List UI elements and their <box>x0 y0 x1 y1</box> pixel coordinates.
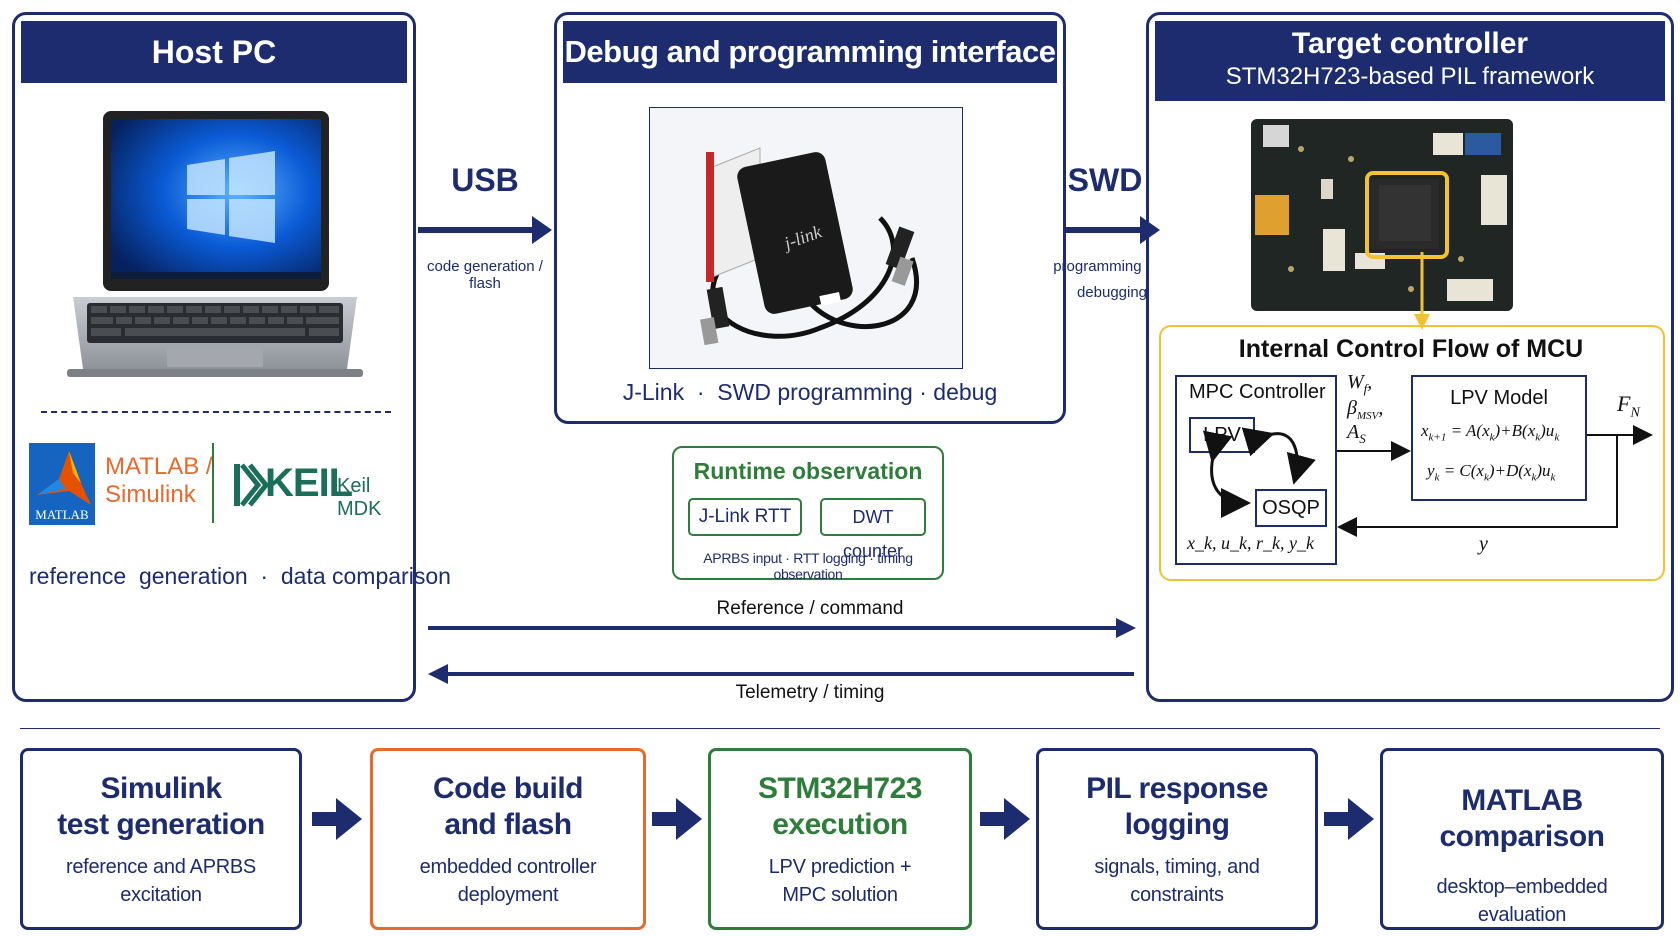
target-panel: Target controller STM32H723-based PIL fr… <box>1146 12 1674 702</box>
flow-step-5-sub-2: evaluation <box>1477 904 1567 926</box>
runtime-title: Runtime observation <box>693 458 923 484</box>
matlab-logo: MATLAB <box>29 443 95 525</box>
swd-sublabel-1: programming and <box>1053 258 1171 275</box>
mpc-controller-label: MPC Controller <box>1189 381 1326 403</box>
flow-step-3-sub-2: MPC solution <box>782 884 898 906</box>
debug-header: Debug and programming interface <box>563 21 1057 83</box>
target-subtitle: STM32H723-based PIL framework <box>1225 63 1595 90</box>
flow-step-4-title-2: logging <box>1124 808 1230 841</box>
dwt-counter-chip: DWT counter <box>820 498 926 561</box>
flow-step-5-title-1: MATLAB comparison <box>1439 784 1605 853</box>
flow-step-simulink: Simulink test generation reference and A… <box>20 748 302 930</box>
host-divider <box>41 411 391 413</box>
dwt-counter-label: DWT counter <box>842 507 904 561</box>
flow-step-matlab-comparison: MATLAB comparison desktop–embedded evalu… <box>1380 748 1664 930</box>
mcu-flow-box: Internal Control Flow of MCU MPC Control… <box>1159 325 1665 581</box>
matlab-label-2: Simulink <box>105 481 196 508</box>
matlab-label-1: MATLAB / <box>105 453 213 480</box>
host-pc-title: Host PC <box>151 34 277 70</box>
input-beta-label: βMSV, <box>1347 397 1384 422</box>
flow-step-2-sub-2: deployment <box>457 884 559 906</box>
osqp-block-label: OSQP <box>1262 497 1320 519</box>
output-fn-label: FN <box>1617 391 1640 421</box>
usb-sublabel: code generation / flash <box>427 258 543 292</box>
jlink-image: j-link <box>649 107 963 369</box>
flow-step-pil-logging: PIL response logging signals, timing, an… <box>1036 748 1318 930</box>
jlink-rtt-label: J-Link RTT <box>698 506 792 527</box>
usb-label: USB <box>451 162 519 198</box>
laptop-image <box>65 107 365 395</box>
flow-step-3-sub-1: LPV prediction + <box>768 856 912 878</box>
lpv-eq-2: yk = C(xk)+D(xk)uk <box>1427 461 1556 484</box>
host-pc-header: Host PC <box>21 21 407 83</box>
flow-step-2-sub-1: embedded controller <box>419 856 597 878</box>
lpv-model-box: LPV Model xk+1 = A(xk)+B(xk)uk yk = C(xk… <box>1411 375 1587 501</box>
swd-sublabel-2: debugging <box>1076 284 1148 301</box>
flow-step-1-title-1: Simulink <box>100 772 222 805</box>
keil-logo-text: KEIL <box>265 461 353 505</box>
lpv-model-label: LPV Model <box>1450 387 1548 409</box>
flow-step-1-sub-1: reference and APRBS excitation <box>66 856 256 906</box>
runtime-observation-box: Runtime observation J-Link RTT DWT count… <box>672 446 944 582</box>
flow-step-1-title-2: test generation <box>57 808 265 841</box>
runtime-caption: APRBS input · RTT logging · timing obser… <box>703 550 913 582</box>
section-divider <box>20 728 1660 729</box>
mcu-flow-arrows <box>1202 425 1653 537</box>
flow-step-4-sub-1: signals, timing, and <box>1094 856 1260 878</box>
flow-step-stm32-execution: STM32H723 execution LPV prediction + MPC… <box>708 748 972 930</box>
debug-panel: Debug and programming interface j-link J… <box>554 12 1066 424</box>
debug-title: Debug and programming interface <box>564 34 1056 69</box>
flow-step-3-title-1: STM32H723 <box>758 772 922 805</box>
state-vars-label: x_k, u_k, r_k, y_k <box>1187 533 1314 553</box>
input-a-label: AS <box>1347 421 1366 446</box>
swd-label: SWD <box>1067 162 1143 198</box>
jlink-rtt-chip: J-Link RTT <box>688 498 802 536</box>
flow-step-2-title-2: and flash <box>444 808 572 841</box>
stm32-board-image <box>1251 119 1513 311</box>
flow-step-3-title-2: execution <box>772 808 908 841</box>
host-caption: reference generation · data comparison <box>29 563 451 589</box>
keil-label: Keil MDK <box>337 475 382 520</box>
debug-caption: J-Link · SWD programming · debug <box>622 379 998 405</box>
flow-step-4-sub-2: constraints <box>1130 884 1224 906</box>
mcu-flow-title: Internal Control Flow of MCU <box>1238 335 1584 363</box>
flow-step-5-sub-1: desktop–embedded <box>1436 876 1608 898</box>
target-title: Target controller <box>1291 27 1529 60</box>
keil-chevron-icon <box>233 463 270 507</box>
logo-separator <box>212 443 214 523</box>
osqp-block: OSQP <box>1255 489 1327 527</box>
input-w-label: Wf, <box>1347 371 1373 396</box>
host-pc-panel: Host PC <box>12 12 451 702</box>
flow-step-4-title-1: PIL response <box>1086 772 1268 805</box>
reference-command-label: Reference / command <box>716 598 904 619</box>
target-header: Target controller STM32H723-based PIL fr… <box>1155 21 1665 101</box>
lpv-eq-1: xk+1 = A(xk)+B(xk)uk <box>1421 421 1560 444</box>
flow-step-2-title-1: Code build <box>433 772 583 805</box>
flow-step-code-build: Code build and flash embedded controller… <box>370 748 646 930</box>
feedback-y-label: y <box>1479 533 1488 555</box>
matlab-logo-text: MATLAB <box>35 507 89 522</box>
telemetry-timing-label: Telemetry / timing <box>735 682 885 703</box>
